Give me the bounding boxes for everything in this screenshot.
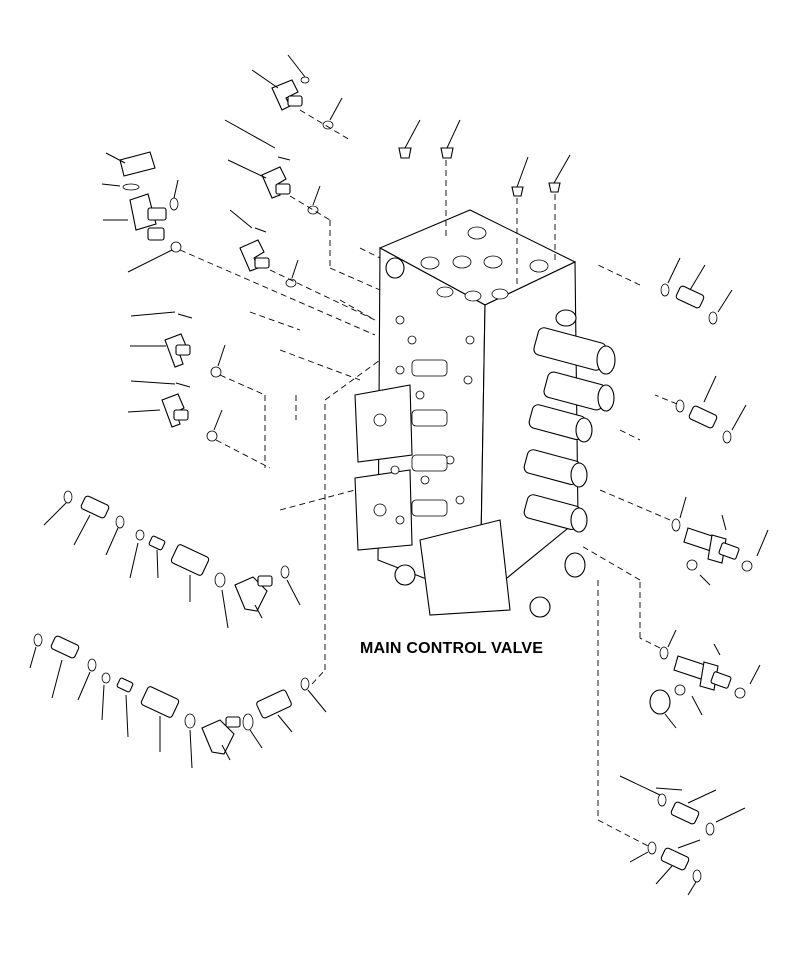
main-control-valve-body (354, 209, 616, 618)
diagram-caption: MAIN CONTROL VALVE (360, 640, 544, 657)
upper-left-fittings (101, 54, 381, 469)
valve-spool-caps (385, 257, 616, 618)
right-side-fittings (579, 257, 769, 896)
valve-left-face-holes (373, 315, 475, 525)
top-plugs (398, 119, 571, 285)
valve-top-ports (420, 226, 549, 302)
valve-left-spools (411, 359, 448, 517)
middle-left-relief-valve-assembly (43, 490, 301, 629)
assembly-leader-lines (249, 247, 381, 511)
lower-left-relief-valve-assembly (29, 359, 381, 769)
